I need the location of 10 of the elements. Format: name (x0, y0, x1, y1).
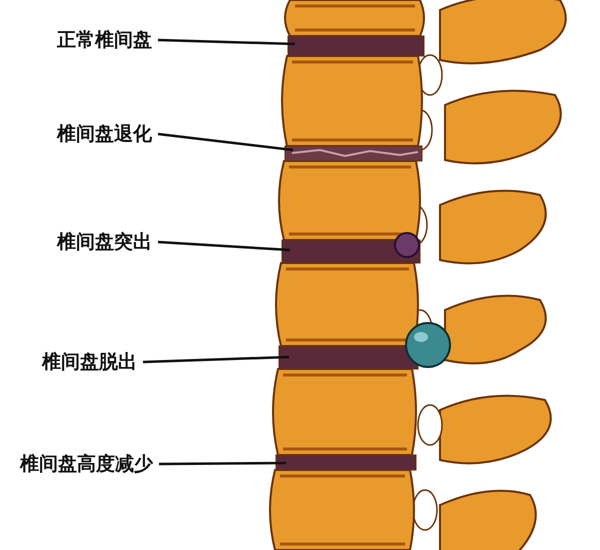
leader-line (158, 240, 290, 252)
leader-line (159, 462, 286, 466)
callout-label: 椎间盘退化 (57, 122, 152, 146)
leader-line (158, 38, 296, 46)
leader-line (142, 356, 290, 364)
callout-label: 正常椎间盘 (57, 28, 152, 52)
callout-label: 椎间盘突出 (57, 230, 152, 254)
callout-label: 椎间盘脱出 (42, 350, 137, 374)
callout-label: 椎间盘高度减少 (20, 452, 153, 476)
leader-line (158, 132, 294, 152)
